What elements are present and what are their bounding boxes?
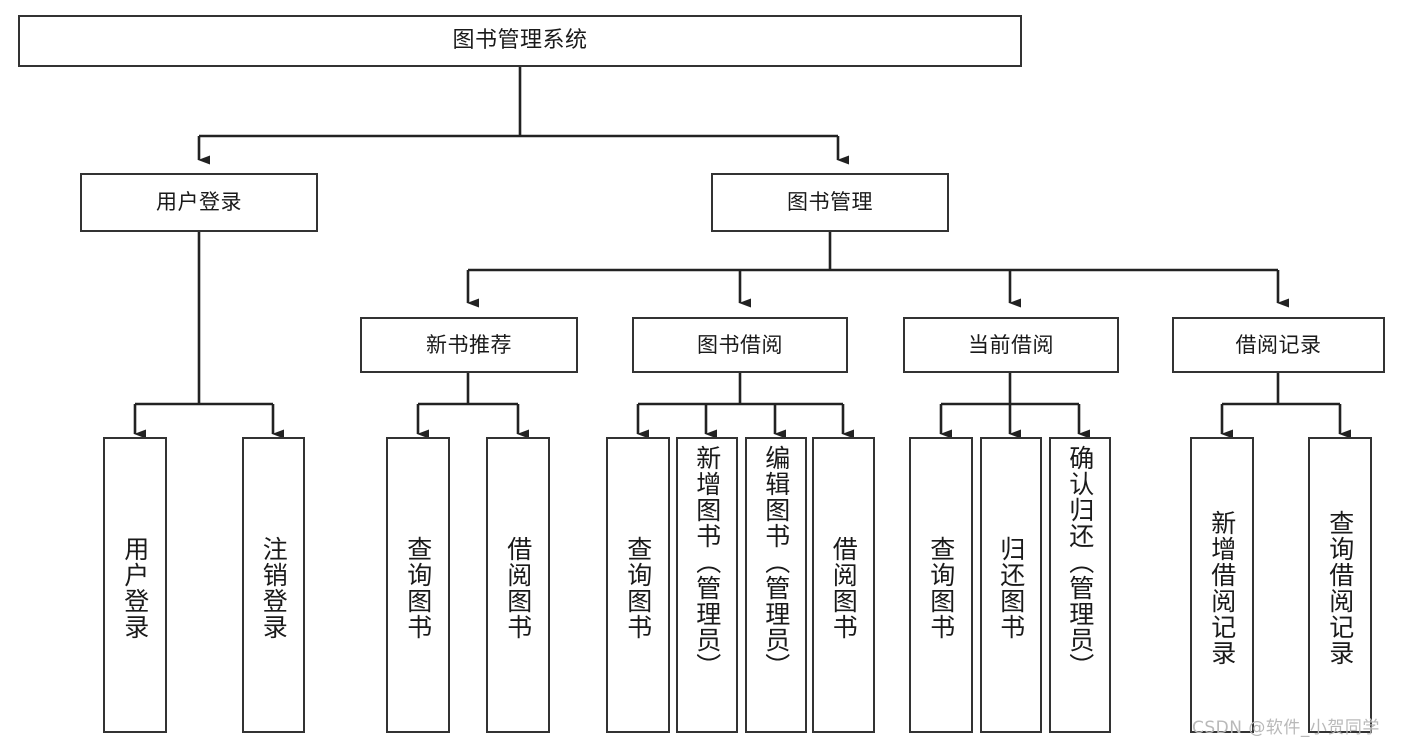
node-book-management-label: 图书管理: [787, 190, 873, 215]
leaf-borrow-query-book-label: 查询图书: [623, 536, 653, 640]
node-current-borrow[interactable]: 当前借阅: [903, 317, 1119, 373]
node-book-borrow-label: 图书借阅: [697, 332, 783, 357]
leaf-borrow-query-book[interactable]: 查询图书: [606, 437, 670, 733]
leaf-records-add-record-label: 新增借阅记录: [1207, 510, 1237, 666]
node-new-book-recommend[interactable]: 新书推荐: [360, 317, 578, 373]
node-book-management[interactable]: 图书管理: [711, 173, 949, 232]
leaf-user-login[interactable]: 用户登录: [103, 437, 167, 733]
node-user-login[interactable]: 用户登录: [80, 173, 318, 232]
leaf-newbook-query-book-label: 查询图书: [403, 536, 433, 640]
node-root-label: 图书管理系统: [452, 28, 588, 54]
node-book-borrow[interactable]: 图书借阅: [632, 317, 848, 373]
node-borrow-records-label: 借阅记录: [1235, 332, 1322, 357]
leaf-records-add-record[interactable]: 新增借阅记录: [1190, 437, 1254, 733]
node-borrow-records[interactable]: 借阅记录: [1172, 317, 1385, 373]
leaf-current-confirm-return-label: 确认归还（管理员）: [1065, 445, 1095, 679]
leaf-borrow-edit-book-label: 编辑图书（管理员）: [761, 445, 791, 679]
leaf-user-login-label: 用户登录: [120, 536, 150, 640]
leaf-user-logout-label: 注销登录: [259, 536, 289, 640]
leaf-user-logout[interactable]: 注销登录: [242, 437, 305, 733]
leaf-current-confirm-return[interactable]: 确认归还（管理员）: [1049, 437, 1111, 733]
node-root[interactable]: 图书管理系统: [18, 15, 1022, 67]
leaf-records-query-record[interactable]: 查询借阅记录: [1308, 437, 1372, 733]
leaf-current-return-book[interactable]: 归还图书: [980, 437, 1042, 733]
node-user-login-label: 用户登录: [156, 190, 242, 215]
leaf-newbook-borrow-book-label: 借阅图书: [503, 536, 533, 640]
leaf-borrow-add-book-label: 新增图书（管理员）: [692, 445, 722, 679]
leaf-newbook-borrow-book[interactable]: 借阅图书: [486, 437, 550, 733]
node-current-borrow-label: 当前借阅: [968, 332, 1054, 357]
leaf-records-query-record-label: 查询借阅记录: [1325, 510, 1355, 666]
node-new-book-recommend-label: 新书推荐: [426, 332, 512, 357]
leaf-borrow-borrow-book-label: 借阅图书: [829, 536, 859, 640]
leaf-current-return-book-label: 归还图书: [996, 536, 1026, 640]
leaf-newbook-query-book[interactable]: 查询图书: [386, 437, 450, 733]
leaf-current-query-book[interactable]: 查询图书: [909, 437, 973, 733]
leaf-current-query-book-label: 查询图书: [926, 536, 956, 640]
csdn-watermark: CSDN @软件_小贺同学: [1192, 718, 1380, 738]
leaf-borrow-add-book[interactable]: 新增图书（管理员）: [676, 437, 738, 733]
leaf-borrow-borrow-book[interactable]: 借阅图书: [812, 437, 875, 733]
leaf-borrow-edit-book[interactable]: 编辑图书（管理员）: [745, 437, 807, 733]
